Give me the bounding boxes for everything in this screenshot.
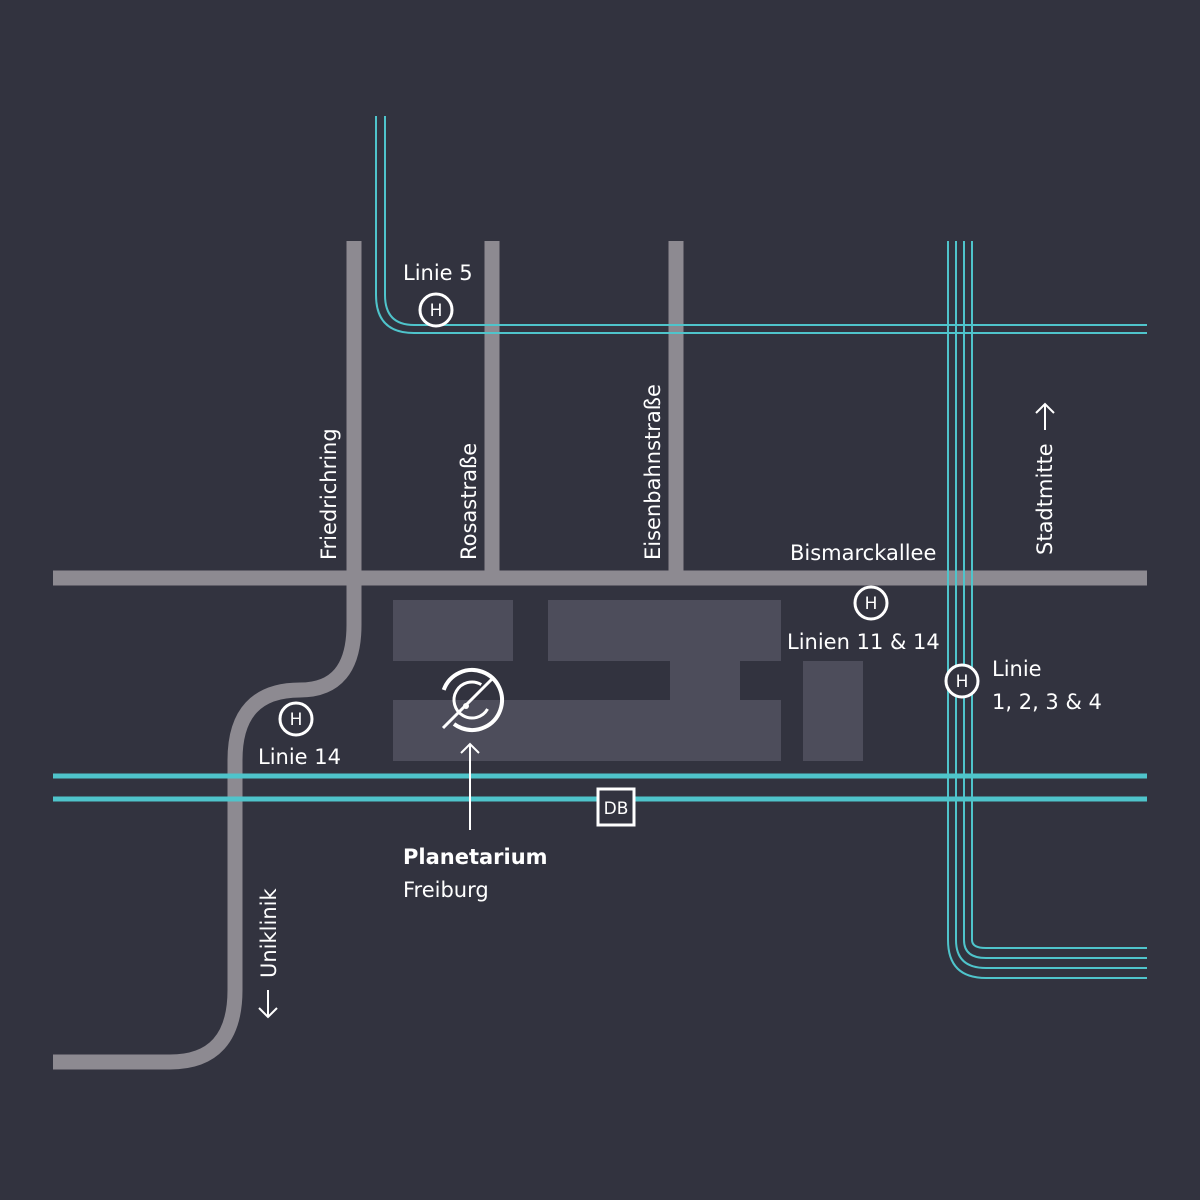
bus-stop-icon <box>944 663 980 699</box>
label-eisenbahnstrasse: Eisenbahnstraße <box>641 384 665 560</box>
stop-symbol: H <box>290 710 303 730</box>
db-station: DB <box>596 787 636 827</box>
stop-linie-14: H Linie 14 <box>258 701 341 769</box>
road-friedrichring-south <box>53 578 362 1070</box>
db-label: DB <box>604 799 629 819</box>
tram-linie-5-inner <box>384 116 1147 326</box>
label-bismarckallee: Bismarckallee <box>790 541 936 565</box>
label-linie-5: Linie 5 <box>403 261 473 285</box>
label-stadtmitte: Stadtmitte <box>1033 443 1057 555</box>
building-north-west <box>393 600 513 661</box>
tram-lines <box>375 116 1147 979</box>
label-linie-1234-line1: Linie <box>992 657 1042 681</box>
building-connector <box>670 655 740 705</box>
building-east <box>803 661 863 761</box>
bus-stop-icon <box>278 701 314 737</box>
arrow-up-icon <box>460 742 480 830</box>
tram-linie-5-outer <box>375 116 1147 334</box>
arrow-down-icon <box>258 990 278 1019</box>
buildings <box>393 600 863 761</box>
direction-uniklinik: Uniklinik <box>257 888 281 1019</box>
label-uniklinik: Uniklinik <box>257 888 281 978</box>
label-linien-11-14: Linien 11 & 14 <box>787 630 940 654</box>
tram-east-4 <box>971 241 1147 949</box>
label-linie-14: Linie 14 <box>258 745 341 769</box>
db-station-box <box>596 787 636 827</box>
bus-stop-icon <box>853 585 889 621</box>
building-north-middle <box>548 600 781 661</box>
stop-symbol: H <box>865 594 878 614</box>
stop-symbol: H <box>430 301 443 321</box>
stop-linien-11-14: H Linien 11 & 14 <box>787 585 940 654</box>
tram-east-1 <box>947 241 1147 979</box>
stop-linie-5: H Linie 5 <box>403 261 473 328</box>
building-south-long <box>393 700 781 761</box>
destination-city: Freiburg <box>403 878 489 902</box>
stop-linie-1-2-3-4: H Linie 1, 2, 3 & 4 <box>944 657 1102 714</box>
label-linie-1234-line2: 1, 2, 3 & 4 <box>992 690 1102 714</box>
direction-stadtmitte: Stadtmitte <box>1033 402 1057 555</box>
tram-east-3 <box>963 241 1147 959</box>
bus-stop-icon <box>418 292 454 328</box>
destination-name: Planetarium <box>403 845 548 869</box>
planetarium-logo-icon <box>440 668 504 732</box>
tram-east-2 <box>955 241 1147 969</box>
label-rosastrasse: Rosastraße <box>457 443 481 560</box>
label-friedrichring: Friedrichring <box>317 428 341 560</box>
arrow-up-icon <box>1035 402 1055 430</box>
stop-symbol: H <box>956 672 969 692</box>
